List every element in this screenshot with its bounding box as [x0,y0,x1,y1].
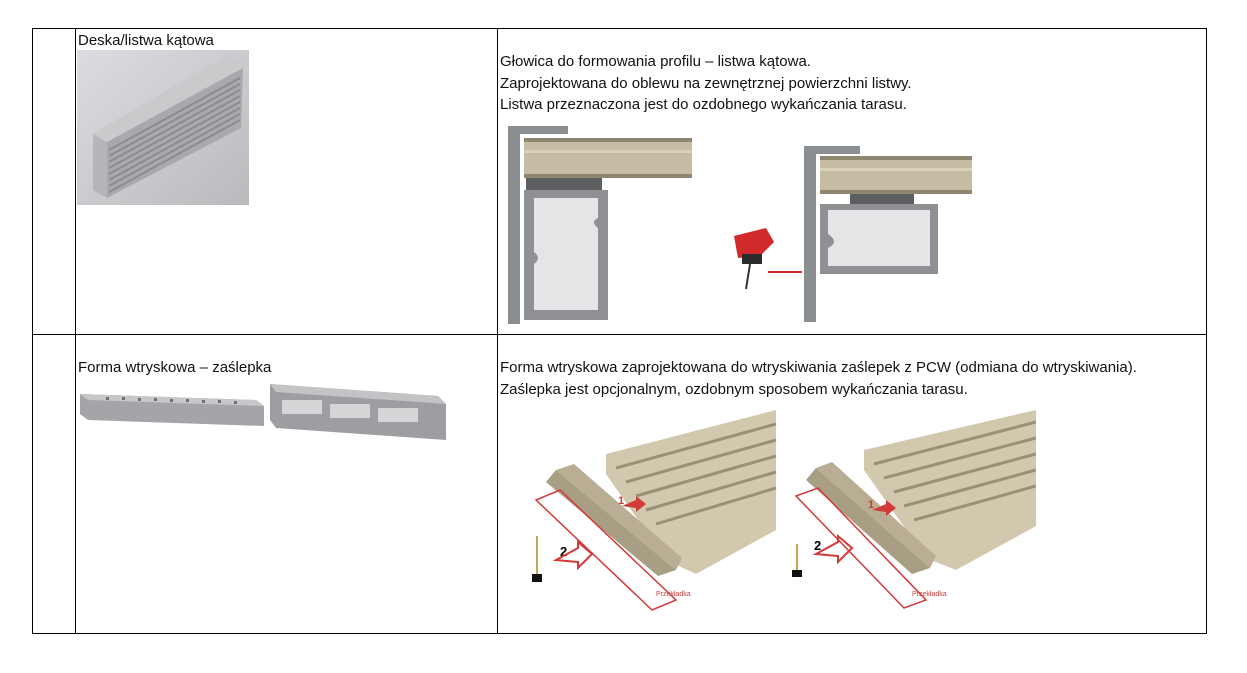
svg-text:Przekładka: Przekładka [656,591,691,598]
end-cap-assembly-diagram: Przekładka 2 1 [526,410,1206,620]
angle-board-image [77,50,497,205]
end-cap-image [76,380,497,440]
mallet-icon [532,536,542,582]
end-cap-front [80,394,264,426]
mallet-icon [792,544,802,577]
product-description: Forma wtryskowa zaprojektowana do wtrysk… [500,359,1137,398]
description-cell: Głowica do formowania profilu – listwa k… [497,28,1207,335]
description-cell: Forma wtryskowa zaprojektowana do wtrysk… [497,334,1207,634]
assembly-left: Przekładka 2 1 [532,410,777,611]
svg-text:Przekładka: Przekładka [912,591,947,598]
svg-text:2: 2 [814,538,821,553]
profile-section-right [804,145,972,322]
assembly-right: Przekładka 2 1 [792,410,1036,609]
product-title: Forma wtryskowa – zaślepka [78,359,272,376]
row-number-cell [32,334,76,634]
product-description: Głowica do formowania profilu – listwa k… [500,53,912,113]
svg-text:2: 2 [560,544,567,559]
table-row: Deska/listwa kątowa [32,28,1207,335]
svg-text:1: 1 [618,495,624,507]
profile-cross-section-diagram [498,124,1206,329]
end-cap-back [270,384,446,440]
product-title: Deska/listwa kątowa [78,32,214,49]
product-cell: Forma wtryskowa – zaślepka [75,334,498,634]
svg-text:1: 1 [868,499,874,511]
product-cell: Deska/listwa kątowa [75,28,498,335]
row-number-cell [32,28,76,335]
profile-section-left [508,125,692,324]
table-row: Forma wtryskowa – zaślepka [32,334,1207,634]
product-table: Deska/listwa kątowa [32,28,1207,634]
jigsaw-icon [734,227,802,289]
